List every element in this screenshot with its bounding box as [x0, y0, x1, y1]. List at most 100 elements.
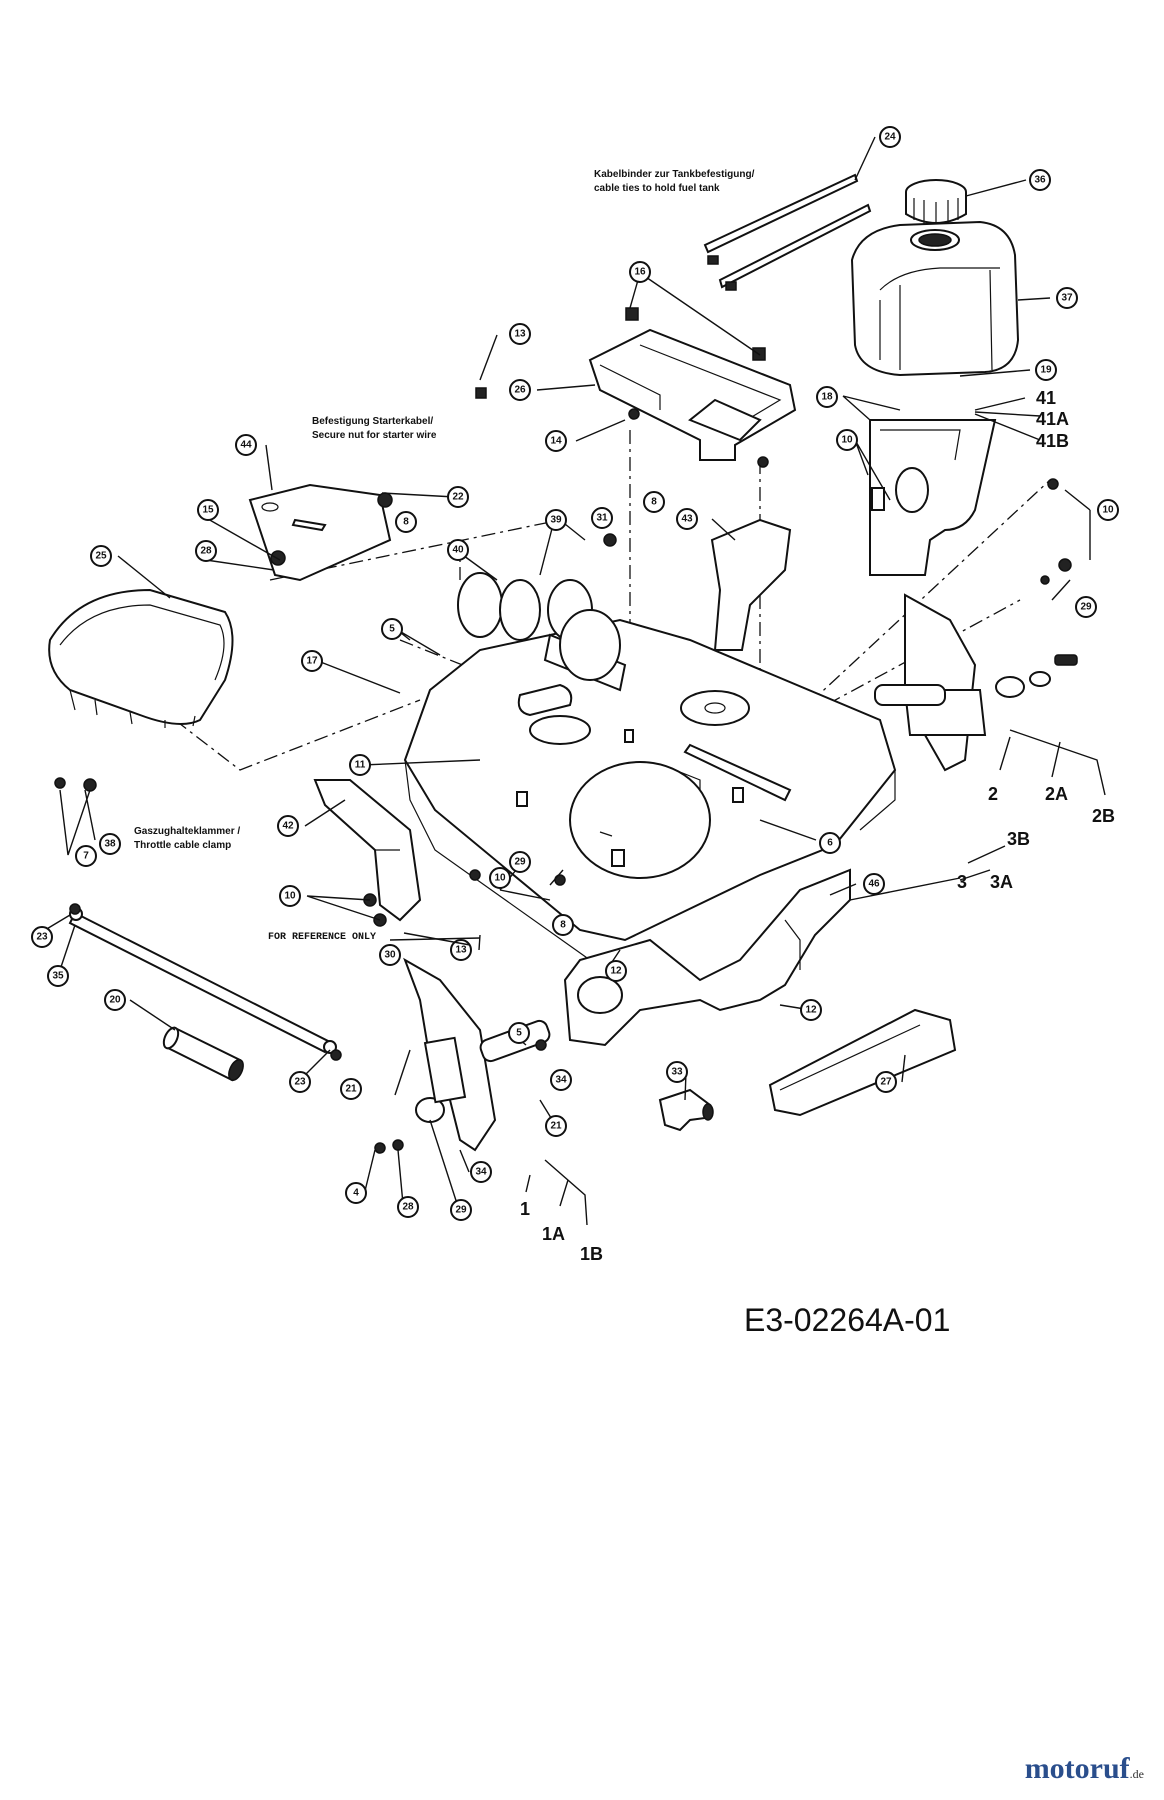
note-starter-en: Secure nut for starter wire	[312, 430, 437, 441]
svg-text:35: 35	[52, 971, 64, 982]
label-3B: 3B	[1007, 829, 1030, 849]
svg-text:21: 21	[550, 1121, 562, 1132]
note-throttle-de: Gaszughalteklammer /	[134, 826, 240, 837]
svg-text:23: 23	[36, 932, 48, 943]
svg-text:22: 22	[452, 492, 464, 503]
svg-text:25: 25	[95, 551, 107, 562]
callout-12-mid: 12	[605, 960, 627, 982]
callout-10-right: 10	[1097, 499, 1119, 521]
front-support	[403, 957, 551, 1152]
pulley-assembly	[457, 572, 627, 692]
label-41B: 41B	[1036, 431, 1069, 451]
svg-text:14: 14	[550, 436, 562, 447]
callout-25: 25	[90, 545, 112, 567]
fuel-tank	[850, 220, 1020, 377]
svg-text:30: 30	[384, 950, 396, 961]
svg-text:5: 5	[389, 624, 395, 635]
label-2A: 2A	[1045, 784, 1068, 804]
callout-46: 46	[863, 873, 885, 895]
svg-text:26: 26	[514, 385, 526, 396]
svg-text:28: 28	[200, 546, 212, 557]
callout-10-top: 10	[836, 429, 858, 451]
svg-text:16: 16	[634, 267, 646, 278]
svg-text:28: 28	[402, 1202, 414, 1213]
svg-text:20: 20	[109, 995, 121, 1006]
note-cable-ties-de: Kabelbinder zur Tankbefestigung/	[594, 169, 755, 180]
svg-text:10: 10	[841, 435, 853, 446]
label-3: 3	[957, 872, 967, 892]
svg-text:21: 21	[345, 1084, 357, 1095]
note-starter-de: Befestigung Starterkabel/	[312, 416, 433, 427]
callout-29-mid: 29	[509, 851, 531, 873]
svg-text:10: 10	[1102, 505, 1114, 516]
label-3A: 3A	[990, 872, 1013, 892]
svg-text:33: 33	[671, 1067, 683, 1078]
brand-suffix: .de	[1129, 1767, 1144, 1781]
svg-text:29: 29	[455, 1205, 467, 1216]
callout-10-mid: 10	[489, 867, 511, 889]
brand-logo[interactable]: motoruf.de	[1025, 1752, 1144, 1786]
callout-24: 24	[879, 126, 901, 148]
tank-bracket	[869, 419, 997, 576]
callout-34-upper: 34	[550, 1069, 572, 1091]
elbow-33	[658, 1088, 714, 1132]
collar-25	[48, 588, 234, 728]
svg-text:29: 29	[1080, 602, 1092, 613]
callout-23-right: 23	[289, 1071, 311, 1093]
bracket-26	[588, 328, 797, 461]
callout-27: 27	[875, 1071, 897, 1093]
svg-text:15: 15	[202, 505, 214, 516]
callout-33: 33	[666, 1061, 688, 1083]
label-2B: 2B	[1092, 806, 1115, 826]
svg-text:42: 42	[282, 821, 294, 832]
callout-29-low: 29	[450, 1199, 472, 1221]
callout-40: 40	[447, 539, 469, 561]
svg-text:43: 43	[681, 514, 693, 525]
callout-38: 38	[99, 833, 121, 855]
label-1B: 1B	[580, 1244, 603, 1264]
callout-11: 11	[349, 754, 371, 776]
svg-text:8: 8	[651, 497, 657, 508]
svg-text:36: 36	[1034, 175, 1046, 186]
svg-text:12: 12	[805, 1005, 817, 1016]
svg-text:10: 10	[494, 873, 506, 884]
callout-30: 30	[379, 944, 401, 966]
svg-text:13: 13	[514, 329, 526, 340]
callout-29-right: 29	[1075, 596, 1097, 618]
note-throttle-en: Throttle cable clamp	[134, 840, 231, 851]
callout-18: 18	[816, 386, 838, 408]
svg-text:44: 44	[240, 440, 252, 451]
svg-text:34: 34	[555, 1075, 567, 1086]
roller-20	[162, 1026, 244, 1082]
svg-text:38: 38	[104, 839, 116, 850]
label-41A: 41A	[1036, 409, 1069, 429]
callout-43: 43	[676, 508, 698, 530]
plain-labels: 41 41A 41B 2 2A 2B 3B 3A 3 1 1A 1B	[520, 388, 1115, 1264]
svg-text:13: 13	[455, 945, 467, 956]
svg-text:24: 24	[884, 132, 896, 143]
callout-39: 39	[545, 509, 567, 531]
rear-axle-support	[874, 593, 1078, 772]
svg-text:8: 8	[403, 517, 409, 528]
svg-text:31: 31	[596, 513, 608, 524]
callout-14: 14	[545, 430, 567, 452]
callout-16: 16	[629, 261, 651, 283]
svg-text:17: 17	[306, 656, 318, 667]
svg-text:34: 34	[475, 1167, 487, 1178]
axle-housing	[563, 868, 851, 1047]
callout-26: 26	[509, 379, 531, 401]
callout-42: 42	[277, 815, 299, 837]
svg-text:12: 12	[610, 966, 622, 977]
callout-17: 17	[301, 650, 323, 672]
label-2: 2	[988, 784, 998, 804]
callout-7: 7	[75, 845, 97, 867]
svg-text:40: 40	[452, 545, 464, 556]
label-1: 1	[520, 1199, 530, 1219]
svg-text:39: 39	[550, 515, 562, 526]
callout-12-right: 12	[800, 999, 822, 1021]
callout-8-left: 8	[395, 511, 417, 533]
svg-text:29: 29	[514, 857, 526, 868]
callout-22: 22	[447, 486, 469, 508]
svg-text:19: 19	[1040, 365, 1052, 376]
callout-10-left: 10	[279, 885, 301, 907]
